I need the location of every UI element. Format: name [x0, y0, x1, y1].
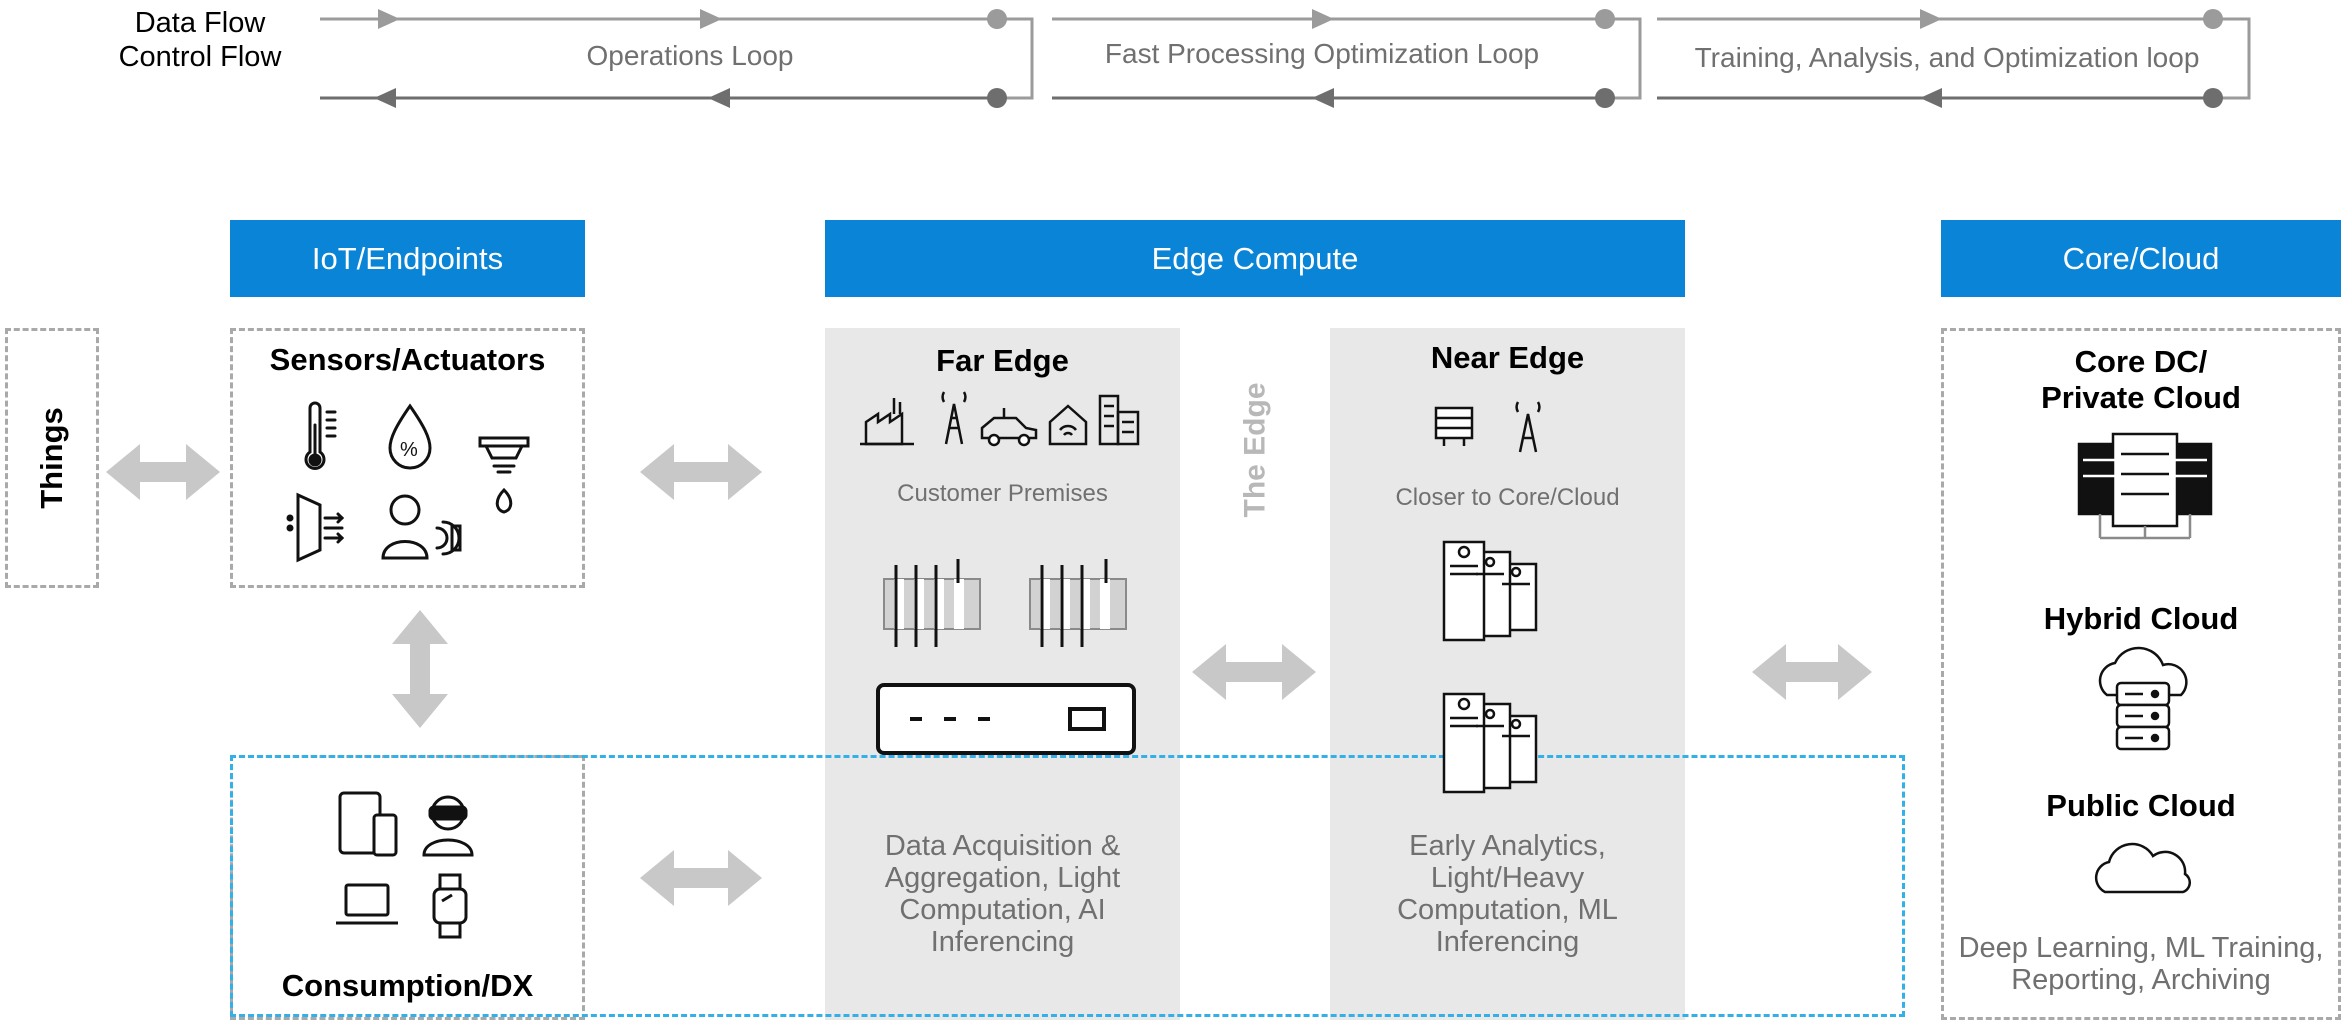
consumption-title: Consumption/DX: [281, 968, 534, 1003]
vehicle-icon: [980, 408, 1038, 447]
loop-node: [987, 88, 1007, 108]
far-edge-subtitle: Customer Premises: [897, 480, 1108, 507]
factory-icon: [860, 398, 914, 446]
cloud-icon: [2094, 842, 2192, 894]
training-loop-label: Training, Analysis, and Optimization loo…: [1694, 42, 2200, 73]
legend-data-flow: Data Flow: [134, 7, 266, 39]
laptop-icon: [336, 883, 398, 925]
smart-home-icon: [1048, 404, 1088, 446]
core-box: [1941, 328, 2341, 1020]
header-iot-endpoints: IoT/Endpoints: [230, 220, 585, 297]
server-tower-group: [1442, 540, 1538, 642]
industrial-pc-icon: [883, 559, 1127, 647]
far-edge-title: Far Edge: [936, 343, 1069, 378]
server-tower-group: [1442, 692, 1538, 794]
sensors-icons: %: [286, 401, 530, 563]
loop-node: [1595, 9, 1615, 29]
cell-tower-icon: [1515, 401, 1541, 453]
data-arrow-head: [1312, 9, 1334, 29]
arrow-sensors-consumption: [392, 610, 448, 728]
loop-node: [987, 9, 1007, 29]
operations-loop-label: Operations Loop: [586, 40, 794, 71]
arrow-far-near-edge: [1192, 644, 1316, 700]
near-edge-icons: [1434, 401, 1541, 453]
sensors-box: [230, 328, 585, 588]
near-edge-panel: [1330, 328, 1685, 1020]
header-core-cloud: Core/Cloud: [1941, 220, 2341, 297]
tablet-phone-icon: [338, 791, 398, 857]
data-arrow-head: [700, 9, 722, 29]
consumption-highlight: [230, 755, 1905, 1017]
arrow-edge-core: [1752, 644, 1872, 700]
data-arrow-head: [378, 9, 400, 29]
data-arrow-head: [1920, 9, 1942, 29]
core-public-title: Public Cloud: [2046, 788, 2236, 823]
near-edge-description: Early Analytics, Light/Heavy Computation…: [1397, 830, 1618, 958]
cell-tower-icon: [941, 391, 967, 445]
control-arrow-head: [708, 88, 730, 108]
datacenter-servers-icon: [2077, 432, 2213, 540]
far-edge-description: Data Acquisition & Aggregation, Light Co…: [884, 830, 1121, 958]
the-edge-label: The Edge: [1238, 382, 1272, 518]
far-edge-icons: [860, 391, 1140, 447]
vr-headset-person-icon: [422, 795, 474, 857]
arrow-sensors-edge: [640, 444, 762, 500]
near-edge-subtitle: Closer to Core/Cloud: [1395, 484, 1620, 511]
server-stack-icon: [1434, 406, 1474, 446]
svg-text:%: %: [400, 439, 418, 461]
edge-appliance-icon: [876, 683, 1136, 755]
smartwatch-icon: [432, 873, 468, 939]
hybrid-cloud-server-icon: [2098, 646, 2188, 751]
far-edge-hardware: [876, 559, 1136, 755]
arrow-things-sensors: [106, 444, 220, 500]
near-edge-title: Near Edge: [1430, 340, 1585, 375]
thermometer-icon: [304, 401, 337, 470]
legend: Data Flow Control Flow: [100, 6, 300, 74]
consumption-icons: [336, 791, 474, 939]
person-proximity-icon: [381, 494, 462, 560]
fast-processing-loop-label: Fast Processing Optimization Loop: [1104, 38, 1540, 69]
loop-node: [1595, 88, 1615, 108]
header-edge-compute: Edge Compute: [825, 220, 1685, 297]
control-arrow-head: [1312, 88, 1334, 108]
control-arrow-head: [1920, 88, 1942, 108]
core-description: Deep Learning, ML Training, Reporting, A…: [1958, 932, 2324, 996]
things-label: Things: [34, 407, 70, 509]
sensors-title: Sensors/Actuators: [269, 342, 546, 377]
smoke-detector-icon: [478, 436, 530, 514]
buildings-icon: [1098, 394, 1140, 446]
loop-node: [2203, 9, 2223, 29]
core-private-title: Core DC/ Private Cloud: [2041, 344, 2241, 415]
things-box: [5, 328, 99, 588]
core-hybrid-title: Hybrid Cloud: [2043, 601, 2239, 636]
server-towers-icon: [1442, 540, 1538, 794]
humidity-icon: %: [388, 403, 432, 470]
loop-node: [2203, 88, 2223, 108]
operations-loop: [320, 17, 1034, 100]
control-arrow-head: [374, 88, 396, 108]
valve-actuator-icon: [286, 492, 345, 563]
loops-diagram: [320, 9, 2251, 108]
legend-control-flow: Control Flow: [118, 41, 282, 73]
